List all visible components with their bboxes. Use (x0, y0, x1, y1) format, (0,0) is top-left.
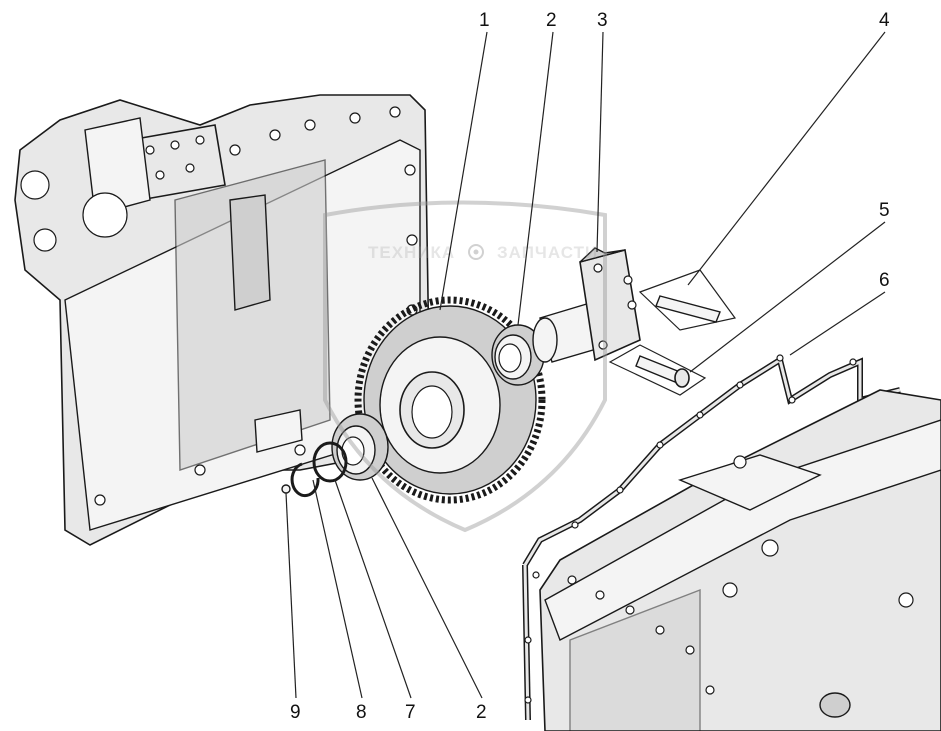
bearing-top (491, 324, 545, 386)
callout-1: 1 (479, 10, 490, 31)
axle-flange (532, 247, 641, 363)
leader-lines (285, 31, 886, 699)
circlip (290, 462, 320, 498)
watermark-left-word: ТЕХНИКА (368, 243, 455, 262)
callout-8: 8 (356, 702, 367, 723)
watermark: ТЕХНИКА ЗАПЧАСТИ (323, 200, 607, 533)
callout-9: 9 (290, 702, 301, 723)
watermark-right-word: ЗАПЧАСТИ (497, 243, 598, 262)
left-housing (14, 94, 431, 546)
shim-ring (312, 441, 348, 483)
callout-6: 6 (879, 270, 890, 291)
stud (638, 269, 737, 331)
callout-2-top: 2 (546, 10, 557, 31)
callouts: 1 2 3 4 5 6 9 8 7 2 (290, 10, 890, 723)
callout-7: 7 (405, 702, 416, 723)
callout-4: 4 (879, 10, 890, 31)
callout-5: 5 (879, 200, 890, 221)
gear-icon (468, 244, 484, 260)
callout-2-bottom: 2 (476, 702, 487, 723)
bearing-bottom (331, 413, 389, 481)
right-housing (539, 389, 941, 731)
bolt (608, 344, 707, 396)
callout-3: 3 (597, 10, 608, 31)
gasket (522, 354, 901, 721)
small-ball (281, 484, 291, 494)
